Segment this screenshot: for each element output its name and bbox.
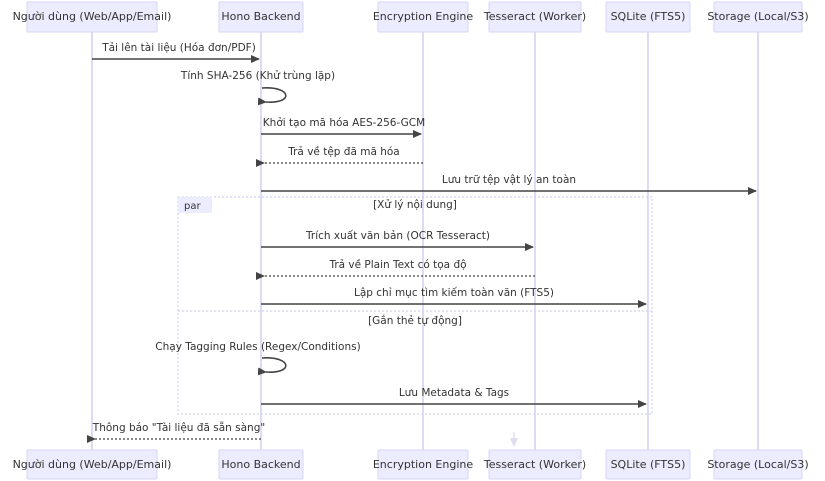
message-return-encrypted-file: Trả về tệp đã mã hóa [256, 146, 423, 167]
message-upload-document: Tải lên tài liệu (Hóa đơn/PDF) [92, 42, 260, 63]
message-label: Lưu trữ tệp vật lý an toàn [442, 174, 576, 186]
participant-user-bottom[interactable]: Người dùng (Web/App/Email) [13, 449, 172, 480]
participant-storage-bottom[interactable]: Storage (Local/S3) [707, 449, 809, 480]
participant-storage-top[interactable]: Storage (Local/S3) [707, 1, 809, 33]
participant-tesseract-top[interactable]: Tesseract (Worker) [483, 1, 586, 33]
message-return-plain-text: Trả về Plain Text có tọa độ [256, 259, 535, 280]
message-self-loop [257, 87, 287, 106]
participant-label: Tesseract (Worker) [483, 458, 586, 471]
participant-user-top[interactable]: Người dùng (Web/App/Email) [13, 1, 172, 33]
participant-encryption-top[interactable]: Encryption Engine [373, 1, 473, 33]
fragment-section-title-1: [Xử lý nội dung] [373, 199, 457, 211]
message-label: Chạy Tagging Rules (Regex/Conditions) [155, 341, 360, 353]
message-store-encrypted-file: Lưu trữ tệp vật lý an toàn [261, 174, 757, 195]
participant-label: Encryption Engine [373, 10, 473, 23]
message-run-tagging-rules: Chạy Tagging Rules (Regex/Conditions) [155, 341, 361, 376]
participant-hono-bottom[interactable]: Hono Backend [218, 449, 304, 480]
participant-label: Hono Backend [221, 458, 300, 471]
fragment-par-tag-label: par [184, 201, 201, 212]
message-label: Khởi tạo mã hóa AES-256-GCM [263, 117, 425, 129]
message-label: Tải lên tài liệu (Hóa đơn/PDF) [101, 42, 256, 54]
participant-label: SQLite (FTS5) [611, 458, 686, 471]
message-self-loop [257, 357, 287, 376]
participant-label: SQLite (FTS5) [611, 10, 686, 23]
message-save-metadata-tags: Lưu Metadata & Tags [261, 387, 647, 408]
participant-sqlite-top[interactable]: SQLite (FTS5) [605, 1, 691, 33]
participants-bottom: Người dùng (Web/App/Email) Hono Backend … [13, 449, 809, 480]
participant-sqlite-bottom[interactable]: SQLite (FTS5) [605, 449, 691, 480]
message-notify-document-ready: Thông báo "Tài liệu đã sẵn sàng" [87, 421, 265, 443]
participant-label: Tesseract (Worker) [483, 10, 586, 23]
message-init-aes-encryption: Khởi tạo mã hóa AES-256-GCM [261, 117, 425, 138]
message-compute-sha256: Tính SHA-256 (Khử trùng lặp) [180, 70, 335, 106]
message-extract-text-ocr: Trích xuất văn bản (OCR Tesseract) [261, 230, 534, 251]
message-label: Trả về tệp đã mã hóa [287, 146, 400, 158]
message-label: Thông báo "Tài liệu đã sẵn sàng" [92, 421, 265, 434]
message-label: Tính SHA-256 (Khử trùng lặp) [180, 70, 335, 82]
participant-label: Storage (Local/S3) [707, 10, 808, 23]
message-label: Lưu Metadata & Tags [399, 387, 509, 399]
participant-label: Người dùng (Web/App/Email) [13, 10, 172, 23]
fragment-par-border [177, 196, 653, 415]
message-index-fulltext-search: Lập chỉ mục tìm kiếm toàn văn (FTS5) [261, 287, 647, 308]
participant-label: Storage (Local/S3) [707, 458, 808, 471]
fragment-par-tag: par [178, 197, 212, 213]
participants-top: Người dùng (Web/App/Email) Hono Backend … [13, 1, 809, 33]
message-label: Trả về Plain Text có tọa độ [328, 259, 466, 271]
fragment-par: par [Xử lý nội dung] [Gắn thẻ tự động] [177, 196, 653, 415]
fragment-section-title-2: [Gắn thẻ tự động] [368, 314, 462, 327]
message-label: Lập chỉ mục tìm kiếm toàn văn (FTS5) [354, 287, 554, 299]
message-label: Trích xuất văn bản (OCR Tesseract) [305, 230, 490, 242]
participant-encryption-bottom[interactable]: Encryption Engine [373, 449, 473, 480]
participant-hono-top[interactable]: Hono Backend [218, 1, 304, 33]
participant-label: Hono Backend [221, 10, 300, 23]
messages: Tải lên tài liệu (Hóa đơn/PDF) Tính SHA-… [87, 42, 757, 443]
participant-label: Encryption Engine [373, 458, 473, 471]
participant-tesseract-bottom[interactable]: Tesseract (Worker) [483, 449, 586, 480]
participant-label: Người dùng (Web/App/Email) [13, 458, 172, 471]
